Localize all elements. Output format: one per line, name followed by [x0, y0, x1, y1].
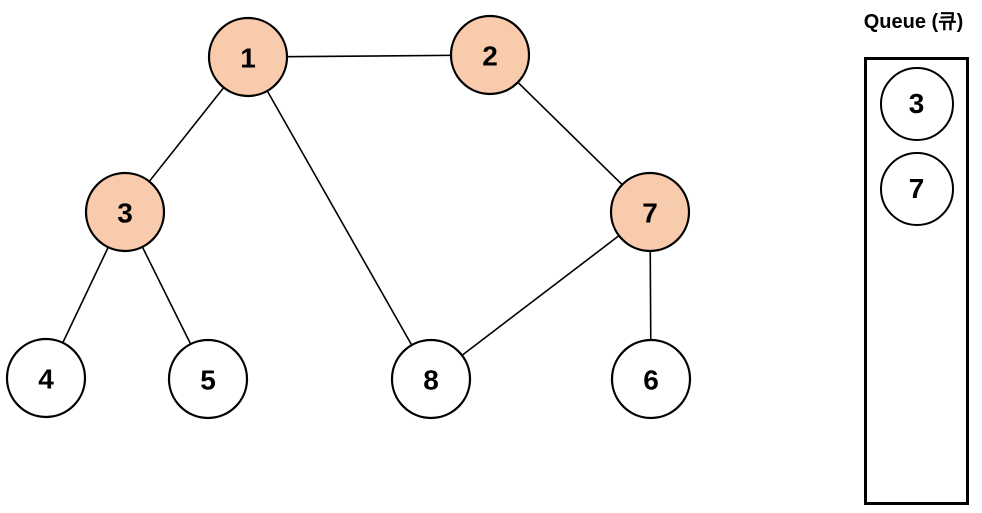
- graph-node-label-4: 4: [38, 364, 54, 395]
- graph-node-label-5: 5: [200, 365, 216, 396]
- graph-node-circle-1: [207, 16, 289, 98]
- graph-node-1: 1: [207, 16, 289, 98]
- graph-node-3: 3: [84, 171, 166, 253]
- graph-node-label-1: 1: [240, 43, 256, 74]
- graph-node-label-6: 6: [643, 365, 659, 396]
- graph-node-7: 7: [609, 171, 691, 253]
- graph-edge-1-8: [247, 56, 432, 380]
- graph-node-circle-7: [609, 171, 691, 253]
- graph-node-circle-5: [167, 338, 249, 420]
- graph-node-6: 6: [610, 338, 692, 420]
- graph-edge-1-2: [247, 54, 491, 58]
- graph-node-circle-2: [449, 14, 531, 96]
- graph-node-label-2: 2: [482, 41, 498, 72]
- graph-node-label-3: 3: [117, 198, 133, 229]
- queue-item-3: 3: [879, 67, 954, 141]
- graph-node-5: 5: [167, 338, 249, 420]
- graph-node-circle-3: [84, 171, 166, 253]
- graph-node-circle-6: [610, 338, 692, 420]
- graph-node-circle-4: [5, 337, 87, 419]
- graph-node-4: 4: [5, 337, 87, 419]
- graph-node-label-8: 8: [423, 365, 439, 396]
- graph-node-label-7: 7: [642, 198, 658, 229]
- graph-node-circle-8: [390, 338, 472, 420]
- graph-node-8: 8: [390, 338, 472, 420]
- graph-edge-7-8: [430, 211, 651, 380]
- queue-item-7: 7: [879, 152, 954, 226]
- queue-title: Queue (큐): [863, 11, 964, 33]
- graph-node-2: 2: [449, 14, 531, 96]
